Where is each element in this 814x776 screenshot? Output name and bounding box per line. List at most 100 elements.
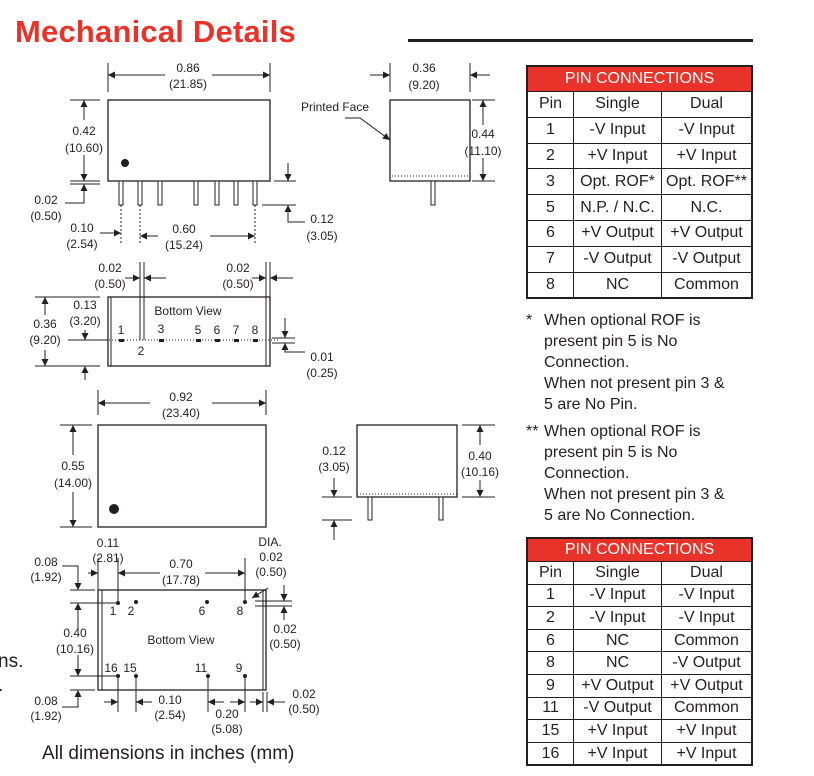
dim-label: (15.24) bbox=[165, 238, 203, 252]
pin-label: 3 bbox=[158, 322, 165, 336]
clipped-text: ns. bbox=[0, 651, 24, 672]
single-cell: NC bbox=[573, 628, 662, 653]
single-cell: -V Output bbox=[573, 245, 662, 273]
dim-label: 0.02 bbox=[226, 261, 250, 275]
dim-label: (23.40) bbox=[162, 406, 200, 420]
pin-label: 15 bbox=[123, 661, 137, 675]
table-title: PIN CONNECTIONS bbox=[526, 537, 753, 562]
single-cell: +V Input bbox=[573, 741, 662, 766]
pin-label: 16 bbox=[104, 661, 118, 675]
dual-cell: N.C. bbox=[661, 194, 753, 221]
dim-label: 0.42 bbox=[72, 124, 96, 138]
bottom-view-16pin bbox=[62, 558, 292, 712]
footnote-line: 5 are No Pin. bbox=[544, 396, 638, 413]
pin-label: 8 bbox=[237, 604, 244, 618]
side-view-16pin bbox=[322, 424, 495, 540]
pin-label: 6 bbox=[214, 323, 221, 337]
dim-label: 0.70 bbox=[169, 557, 193, 571]
dim-label: 0.12 bbox=[310, 212, 334, 226]
table-row: 1-V Input-V Input bbox=[526, 116, 753, 144]
dim-label: (1.92) bbox=[30, 570, 61, 584]
page-title: Mechanical Details bbox=[15, 14, 296, 49]
dim-label: (3.05) bbox=[306, 229, 337, 243]
dim-label: 0.01 bbox=[310, 350, 334, 364]
dim-label: 0.08 bbox=[34, 555, 58, 569]
dim-label: 0.60 bbox=[172, 222, 196, 236]
single-cell: +V Input bbox=[573, 719, 662, 743]
footnote-line: present pin 5 is No bbox=[544, 333, 678, 350]
dual-cell: Common bbox=[661, 628, 753, 653]
single-cell: +V Output bbox=[573, 673, 662, 698]
footnote-double-star: ** When optional ROF is present pin 5 is … bbox=[526, 421, 725, 526]
dimension-labels: 0.86 (21.85) 0.42 (10.60) 0.02 (0.50) 0.… bbox=[29, 61, 501, 736]
pin-cell: 15 bbox=[526, 719, 574, 743]
dim-label: 0.36 bbox=[412, 61, 436, 75]
dim-label: 0.13 bbox=[73, 298, 97, 312]
bottom-view-8pin bbox=[35, 262, 305, 380]
table-row: 2+V Input+V Input bbox=[526, 142, 753, 170]
footnote-mark: ** bbox=[526, 423, 539, 440]
single-cell: -V Input bbox=[573, 583, 662, 608]
view-label: Bottom View bbox=[154, 304, 221, 318]
footnote-line: present pin 5 is No bbox=[544, 444, 678, 461]
dual-cell: +V Output bbox=[661, 219, 753, 247]
pin-label: 2 bbox=[138, 344, 145, 358]
column-header: Dual bbox=[661, 91, 753, 118]
dual-cell: +V Input bbox=[661, 142, 753, 170]
footnote-line: When optional ROF is bbox=[544, 312, 701, 329]
single-cell: N.P. / N.C. bbox=[573, 194, 662, 221]
dim-label: (3.20) bbox=[69, 314, 100, 328]
dual-cell: Opt. ROF** bbox=[661, 168, 753, 196]
dim-label: (2.81) bbox=[92, 551, 123, 565]
clipped-text: . bbox=[0, 675, 3, 697]
dim-label: 0.10 bbox=[158, 693, 182, 707]
dim-label: 0.10 bbox=[70, 221, 94, 235]
footnote-line: When not present pin 3 & bbox=[544, 486, 725, 503]
dim-label: 0.02 bbox=[34, 193, 58, 207]
pin-cell: 8 bbox=[526, 651, 574, 675]
single-cell: -V Input bbox=[573, 606, 662, 630]
pin-cell: 3 bbox=[526, 168, 574, 196]
dim-label: 0.20 bbox=[215, 707, 239, 721]
dim-label: 0.02 bbox=[273, 622, 297, 636]
dual-cell: +V Input bbox=[661, 719, 753, 743]
pin-cell: 6 bbox=[526, 219, 574, 247]
dual-cell: Common bbox=[661, 271, 753, 299]
table-row: 7-V Output-V Output bbox=[526, 245, 753, 273]
dual-cell: -V Input bbox=[661, 583, 753, 608]
pin-label: 8 bbox=[252, 323, 259, 337]
dim-label: (0.50) bbox=[269, 637, 300, 651]
dim-label: 0.44 bbox=[471, 127, 495, 141]
dim-label: 0.55 bbox=[61, 459, 85, 473]
single-cell: -V Input bbox=[573, 116, 662, 144]
dim-label: 0.11 bbox=[97, 536, 120, 550]
dual-cell: +V Input bbox=[661, 741, 753, 766]
printed-face-label: Printed Face bbox=[301, 100, 369, 114]
dual-cell: +V Output bbox=[661, 673, 753, 698]
dim-label: (10.60) bbox=[65, 141, 103, 155]
footnote-line: Connection. bbox=[544, 465, 630, 482]
dim-label: (17.78) bbox=[162, 573, 200, 587]
dual-cell: -V Input bbox=[661, 606, 753, 630]
dim-label: 0.12 bbox=[322, 444, 346, 458]
dual-cell: -V Output bbox=[661, 245, 753, 273]
footnote-line: When not present pin 3 & bbox=[544, 375, 725, 392]
pin-cell: 7 bbox=[526, 245, 574, 273]
pin-label: 5 bbox=[195, 323, 202, 337]
column-header: Single bbox=[573, 561, 662, 585]
footnote-line: When optional ROF is bbox=[544, 423, 701, 440]
dim-label: 0.40 bbox=[63, 626, 87, 640]
dual-cell: -V Output bbox=[661, 651, 753, 675]
top-view-16pin bbox=[60, 390, 267, 528]
table-row: 2-V Input-V Input bbox=[526, 606, 753, 630]
column-header: Pin bbox=[526, 561, 574, 585]
footnote-mark: * bbox=[526, 312, 533, 329]
dim-label: (5.08) bbox=[211, 722, 242, 736]
dim-label: 0.92 bbox=[169, 390, 193, 404]
